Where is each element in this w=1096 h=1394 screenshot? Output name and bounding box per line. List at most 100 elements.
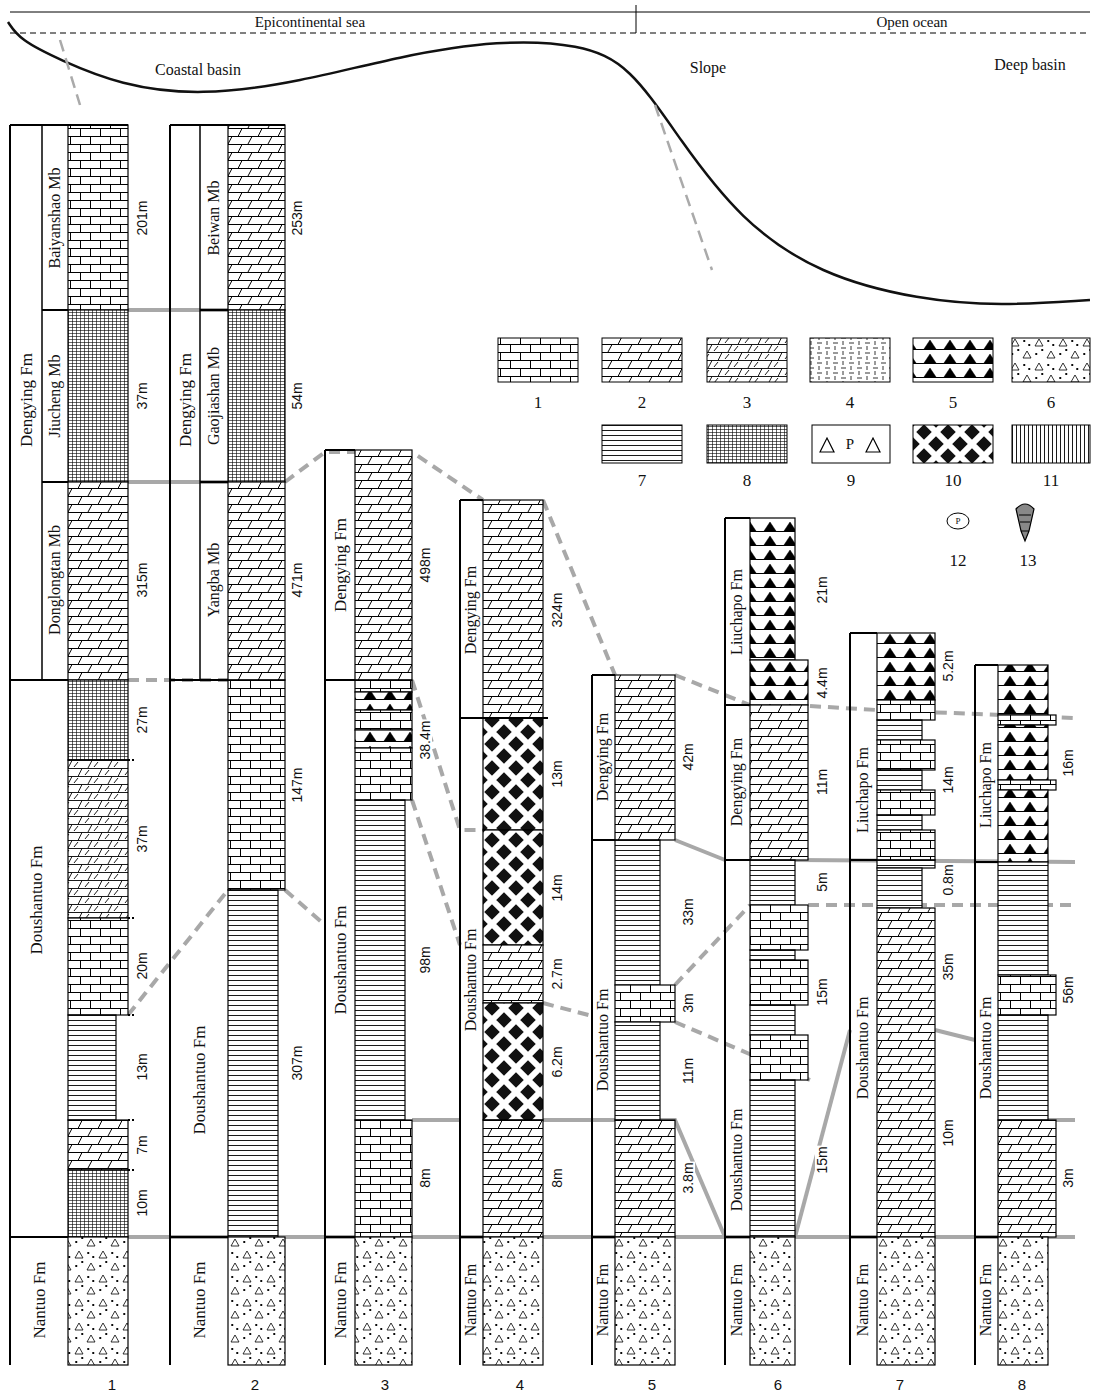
thickness-label: 38.4m <box>418 720 432 761</box>
lithology-interval <box>998 862 1048 975</box>
lithology-interval <box>877 770 922 790</box>
member-label: Gaojiashan Mb <box>206 346 222 446</box>
lithology-interval <box>998 715 1056 725</box>
thickness-label: 13m <box>550 759 564 788</box>
lithology-interval <box>483 718 543 830</box>
symbol-letter: P <box>845 437 855 452</box>
legend-number: 12 <box>949 552 968 569</box>
formation-label: Liuchapo Fm <box>978 741 994 829</box>
lithology-interval <box>355 710 412 730</box>
legend-swatch <box>602 425 682 463</box>
member-label: Yangba Mb <box>206 542 222 618</box>
lithology-interval <box>615 675 675 840</box>
formation-label: Doushantuo Fm <box>595 988 611 1093</box>
lithology-interval <box>750 660 808 705</box>
lithology-interval <box>877 830 935 860</box>
lithology-interval <box>750 860 795 905</box>
thickness-label: 11m <box>815 768 829 796</box>
subunit-tick <box>128 917 136 919</box>
column-number: 4 <box>515 1377 525 1392</box>
legend-swatch <box>812 425 890 463</box>
formation-label: Nantuo Fm <box>191 1261 208 1340</box>
thickness-label: 14m <box>941 765 955 794</box>
thickness-label: 20m <box>135 951 149 980</box>
formation-label: Dengying Fm <box>332 517 349 613</box>
lithology-interval <box>750 1005 795 1035</box>
formation-boundary <box>850 859 877 861</box>
stratigraphic-column <box>850 633 935 1365</box>
formation-label: Nantuo Fm <box>978 1263 994 1337</box>
formation-boundary <box>592 674 615 676</box>
lithology-interval <box>998 790 1048 862</box>
lithology-interval <box>877 700 935 720</box>
thickness-label: 7m <box>135 1134 149 1155</box>
lithology-interval <box>750 1080 795 1237</box>
thickness-label: 21m <box>815 575 829 604</box>
lithology-interval <box>877 1237 935 1365</box>
formation-label: Doushantuo Fm <box>463 928 479 1033</box>
subunit-tick <box>128 1169 136 1171</box>
setting-label: Slope <box>689 60 727 76</box>
formation-axis <box>591 675 593 1365</box>
lithology-interval <box>228 890 278 1237</box>
column-number: 1 <box>107 1377 117 1392</box>
correlation-line <box>128 480 228 484</box>
legend-number: 9 <box>846 472 857 489</box>
legend-number: 6 <box>1046 394 1057 411</box>
correlation-line <box>412 1118 460 1122</box>
lithology-interval <box>998 1015 1048 1120</box>
lithology-interval <box>355 730 412 748</box>
thickness-label: 498m <box>418 546 432 583</box>
formation-boundary <box>460 717 548 719</box>
thickness-label: 3.8m <box>681 1161 695 1194</box>
thickness-label: 16m <box>1061 748 1075 777</box>
correlation-line <box>935 1030 975 1040</box>
lithology-interval <box>68 680 128 760</box>
lithology-interval <box>68 760 128 918</box>
formation-label: Nantuo Fm <box>855 1263 871 1337</box>
thickness-label: 3m <box>681 992 695 1013</box>
lithology-interval <box>877 860 935 868</box>
lithology-interval <box>750 1035 808 1080</box>
thickness-label: 42m <box>681 742 695 771</box>
lithology-interval <box>998 780 1056 790</box>
correlation-dashed-line <box>543 500 615 675</box>
formation-boundary <box>725 1236 750 1238</box>
member-axis <box>199 125 201 680</box>
formation-boundary <box>975 664 998 666</box>
lithology-interval <box>483 830 543 945</box>
thickness-label: 315m <box>135 561 149 598</box>
thickness-label: 10m <box>941 1118 955 1147</box>
legend-number: 4 <box>845 394 856 411</box>
lithology-interval <box>355 1237 412 1365</box>
thickness-label: 2.7m <box>550 957 564 990</box>
formation-axis <box>169 125 171 1365</box>
thickness-label: 307m <box>290 1044 304 1081</box>
legend-swatch <box>1012 425 1090 463</box>
formation-label: Doushantuo Fm <box>729 1108 745 1213</box>
lithology-interval <box>750 960 808 1005</box>
lithology-interval <box>998 1237 1048 1365</box>
formation-axis <box>849 633 851 1365</box>
thickness-label: 0.8m <box>941 863 955 896</box>
lithology-interval <box>750 1237 795 1365</box>
thickness-label: 147m <box>290 766 304 803</box>
thickness-label: 10m <box>135 1188 149 1217</box>
formation-label: Nantuo Fm <box>332 1261 349 1340</box>
phosphate-nodule-symbol <box>947 513 969 529</box>
legend-number: 2 <box>637 394 648 411</box>
correlation-dashed-line <box>128 890 228 1015</box>
formation-boundary <box>460 1236 483 1238</box>
thickness-label: 8m <box>418 1167 432 1188</box>
formation-boundary <box>975 1236 998 1238</box>
legend-number: 11 <box>1042 472 1060 489</box>
formation-label: Dengying Fm <box>18 352 35 448</box>
lithology-interval <box>355 680 412 692</box>
region-label: Epicontinental sea <box>254 15 366 30</box>
thickness-label: 5m <box>815 871 829 892</box>
lithology-interval <box>615 985 675 1022</box>
facies-boundary <box>60 40 80 105</box>
formation-label: Nantuo Fm <box>31 1261 48 1340</box>
thickness-label: 15m <box>815 977 829 1006</box>
